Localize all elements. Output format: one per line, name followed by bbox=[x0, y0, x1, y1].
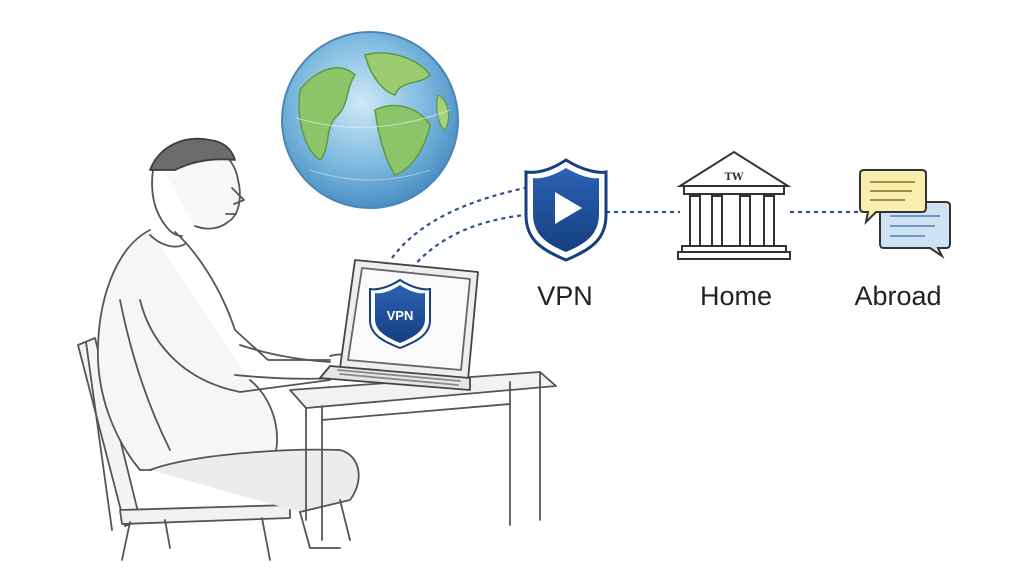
person-at-laptop-sketch bbox=[77, 137, 557, 561]
chat-bubble-front bbox=[859, 169, 927, 226]
building-sign: TW bbox=[725, 172, 744, 183]
connection-lines bbox=[391, 186, 858, 269]
chair-sketch bbox=[77, 337, 291, 561]
desk-sketch bbox=[289, 371, 557, 541]
abroad-label: Abroad bbox=[854, 281, 942, 311]
play-icon bbox=[555, 192, 582, 224]
chat-bubble-back bbox=[879, 201, 951, 259]
vpn-shield-icon bbox=[524, 158, 608, 262]
laptop-to-vpn-line-lower bbox=[411, 213, 526, 269]
building-columns bbox=[689, 195, 775, 247]
globe-icon bbox=[281, 31, 459, 209]
head-sketch bbox=[149, 137, 245, 237]
laptop-vpn-badge-text: VPN bbox=[387, 308, 414, 323]
legs-sketch bbox=[149, 448, 360, 549]
home-label: Home bbox=[699, 281, 773, 311]
bank-building-icon: TW bbox=[676, 150, 792, 260]
laptop-to-vpn-line-upper bbox=[391, 186, 526, 259]
torso-sketch bbox=[97, 229, 331, 471]
vpn-label: VPN bbox=[537, 281, 593, 311]
laptop-vpn-badge-icon: VPN bbox=[369, 278, 431, 350]
chat-bubbles-icon bbox=[859, 169, 951, 259]
